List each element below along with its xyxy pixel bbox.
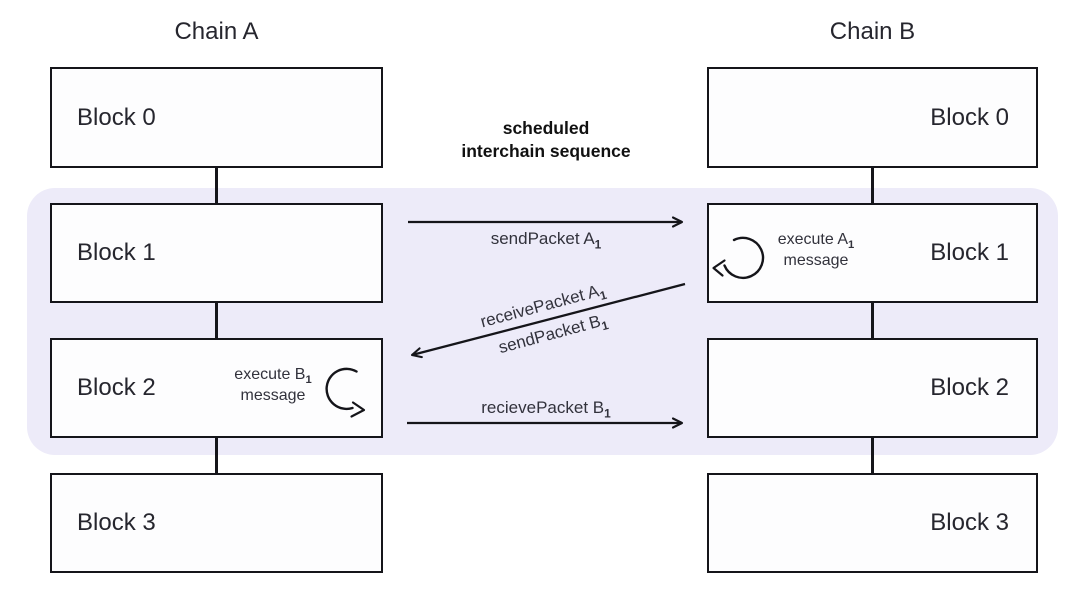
chain-a-title: Chain A [174, 18, 259, 45]
chain-b-block-0: Block 0 [707, 67, 1038, 168]
annotation-text: execute A [777, 231, 849, 248]
annotation-subscript: 1 [848, 239, 855, 252]
annotation-text: execute B [234, 366, 306, 383]
block-label: Block 0 [930, 103, 1009, 131]
block-label: Block 1 [930, 239, 1009, 266]
chain-a-connector-1-2 [215, 301, 218, 341]
block-label: Block 0 [77, 103, 156, 131]
execute-b-annotation: execute B1 message [213, 364, 333, 406]
block-label: Block 1 [77, 239, 156, 266]
annotation-line-2: message [240, 387, 306, 404]
recieve-packet-b-label: recievePacket B1 [420, 398, 672, 421]
label-text: recievePacket B [481, 398, 605, 417]
chain-b-connector-2-3 [871, 436, 874, 476]
chain-b-connector-0-1 [871, 166, 874, 206]
chain-a-block-3: Block 3 [50, 473, 383, 573]
label-text: sendPacket A [490, 229, 595, 248]
annotation-line-1: execute A1 [756, 229, 876, 252]
chain-b-connector-1-2 [871, 301, 874, 341]
label-subscript: 1 [600, 318, 611, 334]
annotation-line-1: execute B1 [213, 364, 333, 387]
header-line-1: scheduled [502, 118, 590, 138]
chain-a-connector-2-3 [215, 436, 218, 476]
header-line-2: interchain sequence [461, 141, 631, 161]
block-label: Block 3 [77, 509, 156, 536]
label-subscript: 1 [604, 406, 611, 421]
send-packet-a-label: sendPacket A1 [420, 229, 672, 252]
chain-b-block-2: Block 2 [707, 338, 1038, 438]
chain-b-block-1: Block 1 [707, 203, 1038, 303]
annotation-line-2: message [783, 252, 849, 269]
scheduled-interchain-sequence-header: scheduled interchain sequence [420, 117, 672, 163]
chain-b-block-3: Block 3 [707, 473, 1038, 573]
block-label: Block 3 [930, 509, 1009, 536]
annotation-subscript: 1 [305, 374, 312, 387]
chain-b-title: Chain B [829, 18, 916, 45]
label-subscript: 1 [594, 237, 602, 252]
chain-a-block-1: Block 1 [50, 203, 383, 303]
label-subscript: 1 [598, 287, 609, 304]
chain-a-connector-0-1 [215, 166, 218, 206]
chain-a-block-0: Block 0 [50, 67, 383, 168]
execute-a-annotation: execute A1 message [756, 229, 876, 271]
block-label: Block 2 [930, 374, 1009, 401]
block-label: Block 2 [77, 374, 156, 401]
